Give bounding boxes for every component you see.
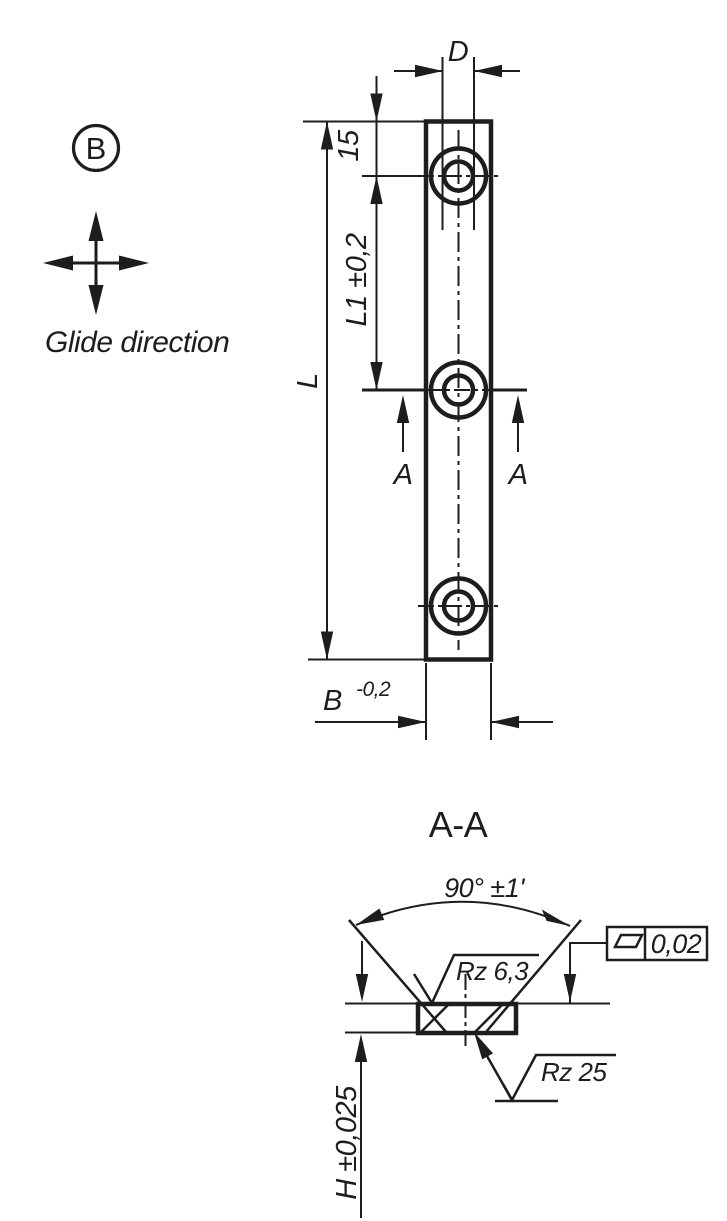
arrowhead bbox=[541, 909, 570, 926]
datum-legend: B Glide direction bbox=[43, 123, 230, 359]
surface-finish-top-symbol: Rz 6,3 bbox=[412, 953, 539, 1006]
dim-15-label: 15 bbox=[333, 129, 365, 162]
section-label-right: A bbox=[507, 459, 528, 491]
flank-line-right bbox=[485, 919, 582, 1033]
arrowhead bbox=[320, 121, 334, 150]
flatness-value: 0,02 bbox=[651, 929, 702, 959]
dim-h-label: H ±0,025 bbox=[331, 1085, 363, 1200]
angle-arc bbox=[355, 900, 571, 927]
datum-label: B bbox=[86, 131, 107, 166]
check-mark-icon bbox=[501, 1053, 616, 1103]
cross-right-arrow bbox=[119, 255, 149, 271]
arrowhead bbox=[474, 1032, 493, 1060]
flatness-icon bbox=[612, 933, 645, 949]
surface-finish-top-label: Rz 6,3 bbox=[456, 956, 529, 986]
dim-l-label: L bbox=[292, 373, 324, 389]
arrowhead bbox=[474, 64, 502, 78]
arrowhead bbox=[354, 1034, 368, 1062]
dim-d-label: D bbox=[448, 36, 469, 68]
dim-hole-positions: 15 L1 ±0,2 bbox=[303, 76, 424, 390]
datum-circle bbox=[71, 123, 121, 173]
glide-direction-label: Glide direction bbox=[45, 326, 229, 359]
cut-arrow-left bbox=[396, 395, 410, 423]
flank-line-left bbox=[348, 919, 447, 1033]
dim-b-label: B bbox=[323, 685, 342, 717]
section-outline bbox=[415, 1001, 519, 1036]
flatness-tolerance-frame: 0,02 bbox=[563, 925, 709, 1004]
cut-arrow-right bbox=[511, 395, 525, 423]
arrowhead bbox=[320, 631, 334, 660]
surface-finish-bottom-label: Rz 25 bbox=[541, 1057, 607, 1087]
check-mark-icon bbox=[412, 953, 539, 1006]
cross-up-arrow bbox=[88, 211, 104, 241]
arrowhead bbox=[491, 715, 519, 729]
arrowhead bbox=[563, 974, 577, 1002]
dim-height: H ±0,025 bbox=[331, 941, 369, 1218]
section-label-left: A bbox=[392, 459, 413, 491]
leader-line bbox=[569, 942, 607, 1004]
section-title: A-A bbox=[429, 804, 488, 845]
arrowhead bbox=[356, 908, 385, 925]
cross-left-arrow bbox=[43, 255, 73, 271]
arrowhead bbox=[370, 93, 383, 122]
surface-finish-bottom-symbol: Rz 25 bbox=[474, 1032, 616, 1103]
dim-b-tolerance: -0,2 bbox=[356, 678, 391, 701]
arrowhead bbox=[398, 715, 426, 729]
arrowhead bbox=[415, 64, 443, 78]
section-body bbox=[348, 919, 582, 1050]
tolerance-box bbox=[605, 925, 709, 962]
dim-angle-label: 90° ±1' bbox=[444, 873, 525, 903]
arrowhead bbox=[370, 176, 383, 204]
four-way-arrow-icon bbox=[43, 211, 149, 315]
arrowhead bbox=[355, 974, 369, 1002]
dim-width: B -0,2 bbox=[315, 663, 553, 740]
section-view: A-A 90° ±1' Rz 6,3 bbox=[331, 804, 709, 1218]
dim-hole-diameter: D bbox=[394, 36, 520, 230]
section-cut-line: A A bbox=[362, 388, 528, 491]
cross-down-arrow bbox=[88, 285, 104, 315]
dim-l1-label: L1 ±0,2 bbox=[341, 233, 373, 326]
dim-length: L bbox=[292, 121, 424, 661]
hatch-line bbox=[474, 1004, 503, 1033]
dim-flank-angle: 90° ±1' bbox=[355, 873, 571, 927]
arrowhead bbox=[370, 362, 383, 390]
